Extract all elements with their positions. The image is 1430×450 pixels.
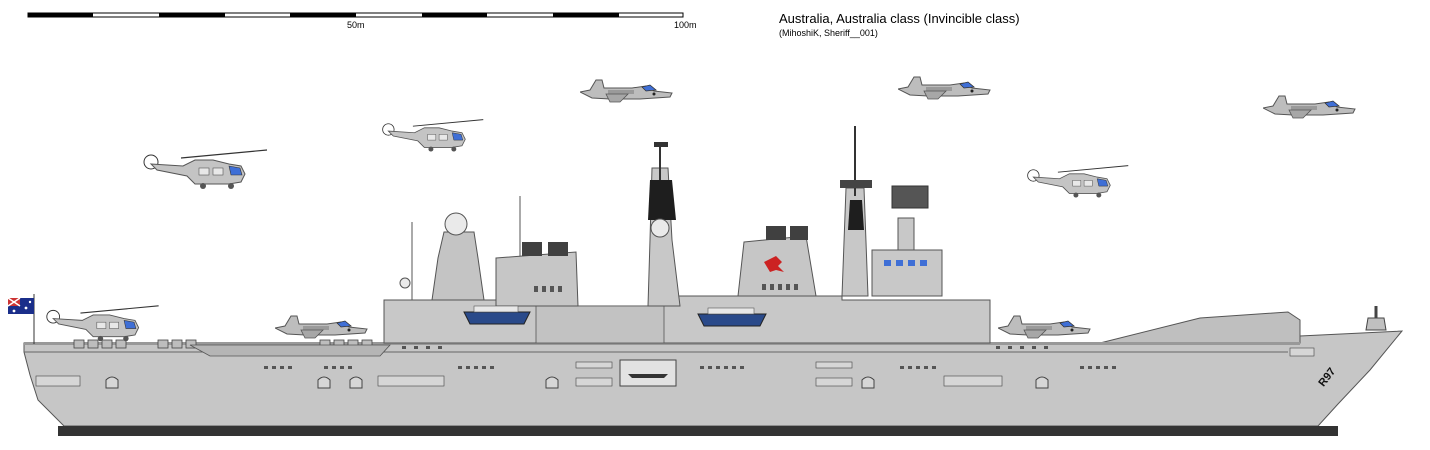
radar-dome [444, 212, 468, 236]
scale-segment [553, 13, 619, 17]
sea-king-helicopter-icon [46, 305, 160, 342]
kangaroo-roundel [764, 256, 784, 272]
ski-jump [1099, 311, 1301, 344]
porthole-rows [264, 346, 1116, 369]
drawing-title: Australia, Australia class (Invincible c… [779, 11, 1020, 26]
scale-label-mid: 50m [347, 20, 365, 30]
forward-funnel [495, 251, 579, 307]
drawing-credit: (MihoshiK, Sheriff__001) [779, 28, 878, 38]
hull-arches [105, 376, 1049, 389]
ciws-mount [1365, 317, 1387, 331]
scale-segment [28, 13, 93, 17]
australian-ensign-icon [7, 294, 35, 344]
name-board [619, 359, 677, 387]
ships-boat [463, 311, 531, 325]
hull-openings [35, 347, 1315, 387]
boot-top [58, 426, 1338, 436]
scale-segment [159, 13, 225, 17]
scale-label-end: 100m [674, 20, 697, 30]
scale-bar [27, 12, 684, 18]
radar-antenna [891, 185, 929, 209]
sea-harrier-icon [998, 315, 1091, 339]
scale-segment [290, 13, 356, 17]
scale-segment [422, 13, 487, 17]
sea-harrier-icon [275, 315, 368, 339]
ships-boat [697, 313, 767, 327]
